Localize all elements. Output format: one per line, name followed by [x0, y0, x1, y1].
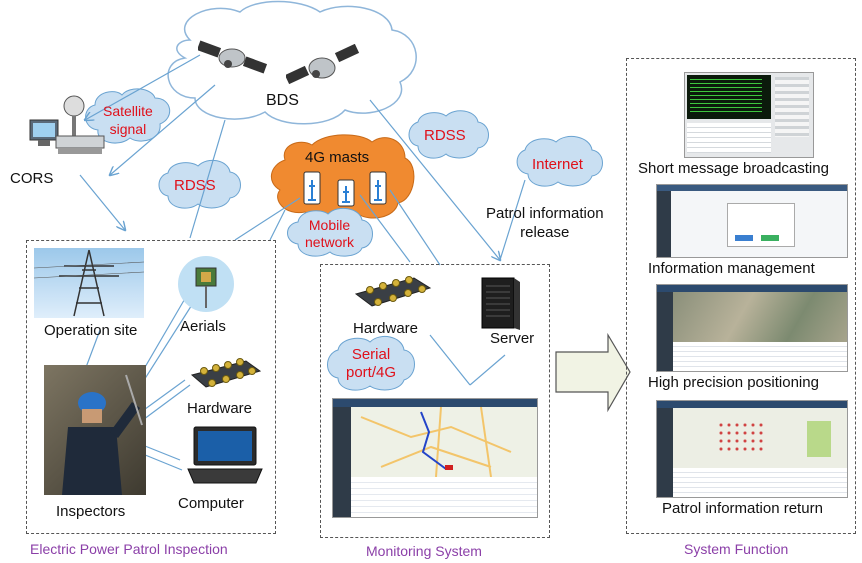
- aerials-image: [178, 256, 234, 312]
- mobile-network-label: Mobile network: [305, 217, 355, 250]
- serial-port-label: Serial port/4G: [346, 346, 397, 381]
- computer-label: Computer: [178, 495, 244, 512]
- mobile-network-cloud: [287, 207, 373, 257]
- monitoring-caption: Monitoring System: [366, 543, 482, 559]
- function-item-short-message: Short message broadcasting: [638, 160, 829, 177]
- bds-cloud: [167, 0, 417, 125]
- server-label: Server: [490, 330, 535, 347]
- function-panel: [626, 58, 856, 534]
- satellite-icon: [196, 38, 268, 87]
- hardware-image-right: [350, 272, 434, 316]
- patrol-information-return-screenshot: [656, 400, 848, 498]
- patrol-release-label: Patrol information release: [486, 205, 604, 241]
- function-item-patrol-information-return: Patrol information return: [662, 500, 823, 517]
- bds-label: BDS: [266, 92, 299, 109]
- server-image: [478, 276, 520, 330]
- hardware-left-label: Hardware: [187, 400, 253, 417]
- function-caption: System Function: [684, 541, 789, 557]
- hardware-right-label: Hardware: [353, 320, 419, 337]
- cors-label: CORS: [10, 170, 54, 187]
- operation-site-image: [34, 248, 144, 318]
- satellite-signal-label: Satellite signal: [103, 103, 153, 137]
- hardware-image-left: [186, 355, 264, 395]
- inspection-panel: [26, 240, 276, 534]
- inspection-caption: Electric Power Patrol Inspection: [30, 541, 228, 557]
- inspectors-image: [44, 365, 146, 495]
- information-management-screenshot: [656, 184, 848, 258]
- function-item-information-management: Information management: [648, 260, 815, 277]
- computer-image: [186, 425, 264, 487]
- masts-label: 4G masts: [305, 149, 370, 166]
- satellite-signal-cloud: [85, 88, 170, 144]
- monitoring-panel: [320, 264, 550, 538]
- operation-site-label: Operation site: [44, 322, 138, 339]
- serial-port-cloud: [327, 335, 415, 391]
- flow-arrow: [555, 332, 631, 413]
- rdss-right-cloud: [408, 110, 489, 159]
- cors-station-icon: [28, 92, 108, 167]
- short-message-screenshot: [684, 72, 814, 158]
- inspectors-label: Inspectors: [56, 503, 126, 520]
- aerials-label: Aerials: [180, 318, 226, 335]
- satellite-icon: [284, 43, 360, 99]
- rdss-left-label: RDSS: [174, 177, 216, 194]
- rdss-left-cloud: [158, 159, 241, 209]
- internet-label: Internet: [532, 156, 583, 173]
- internet-cloud: [516, 135, 603, 187]
- high-precision-positioning-screenshot: [656, 284, 848, 372]
- function-item-high-precision-positioning: High precision positioning: [648, 374, 819, 391]
- mast-icons: [298, 168, 394, 213]
- rdss-right-label: RDSS: [424, 127, 466, 144]
- monitoring-map-screenshot: [332, 398, 538, 518]
